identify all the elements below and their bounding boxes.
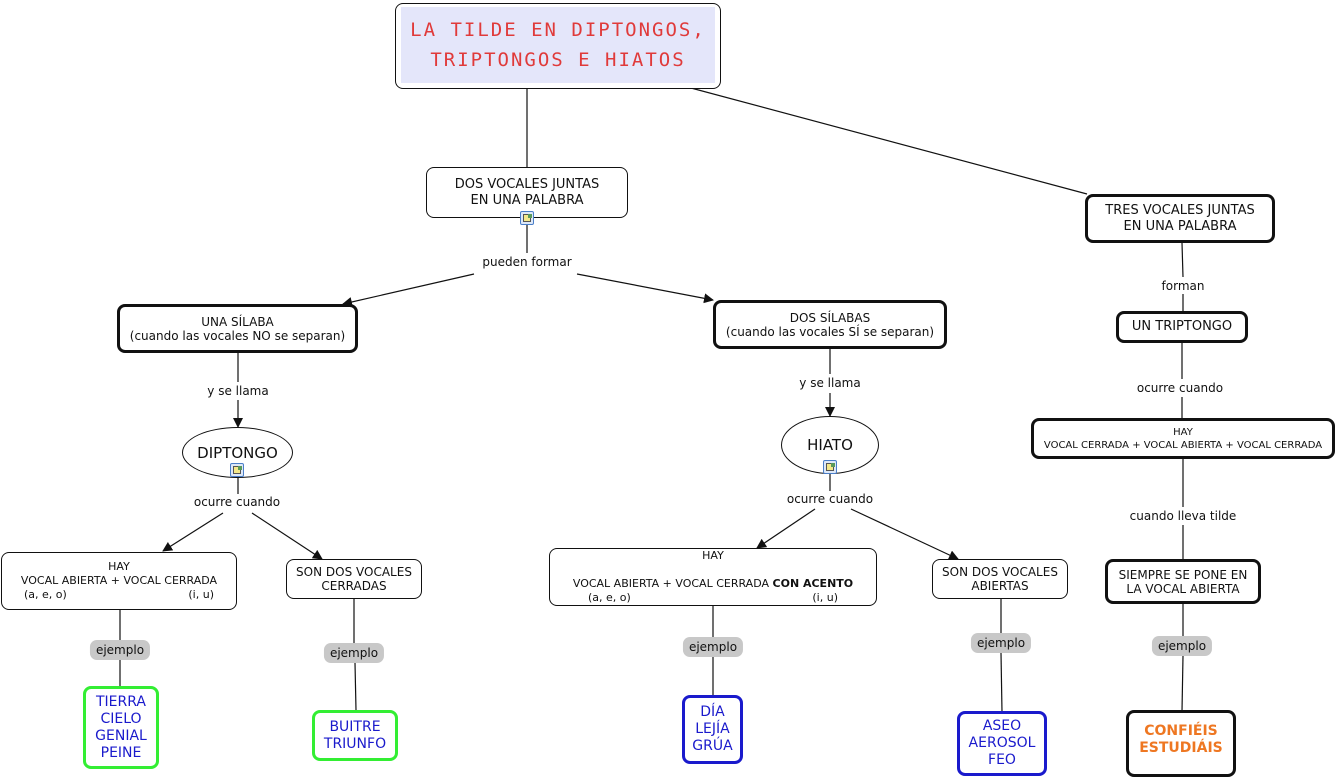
link-ejemplo-buitre: [354, 662, 357, 711]
note-icon[interactable]: [230, 463, 244, 477]
vowel-examples: (a, e, o) (i, u): [588, 591, 838, 605]
concept-diptongo[interactable]: DIPTONGO: [182, 427, 293, 478]
link-label-y-se-llama: y se llama: [204, 383, 272, 399]
example-diptongo-abierta-cerrada[interactable]: TIERRA CIELO GENIAL PEINE: [83, 686, 159, 769]
link-label-ejemplo: ejemplo: [89, 640, 151, 660]
example-diptongo-cerradas[interactable]: BUITRE TRIUNFO: [312, 710, 398, 761]
open-vowels: (a, e, o): [588, 591, 631, 604]
concept-hiato-hay[interactable]: HAY VOCAL ABIERTA + VOCAL CERRADA CON AC…: [549, 548, 877, 606]
open-vowels: (a, e, o): [24, 588, 67, 601]
concept-dos-cerradas[interactable]: SON DOS VOCALES CERRADAS: [286, 559, 422, 599]
concept-dos-abiertas[interactable]: SON DOS VOCALES ABIERTAS: [932, 559, 1068, 599]
hay-label: HAY: [702, 549, 724, 562]
link-ocurre-dos-abiertas: [850, 508, 959, 560]
concept-triptongo-hay[interactable]: HAY VOCAL CERRADA + VOCAL ABIERTA + VOCA…: [1031, 418, 1335, 459]
concept-una-silaba[interactable]: UNA SÍLABA (cuando las vocales NO se sep…: [117, 304, 358, 353]
link-label-y-se-llama: y se llama: [796, 375, 864, 391]
link-label-ocurre-cuando: ocurre cuando: [190, 494, 284, 510]
link-ejemplo-confieis: [1181, 655, 1184, 712]
concept-tres-vocales[interactable]: TRES VOCALES JUNTAS EN UNA PALABRA: [1085, 194, 1275, 243]
example-hiato-abiertas[interactable]: ASEO AEROSOL FEO: [957, 711, 1047, 776]
closed-vowels: (i, u): [188, 588, 214, 601]
link-title-tres-vocales: [675, 83, 1088, 195]
closed-vowels: (i, u): [812, 591, 838, 604]
link-label-ejemplo: ejemplo: [970, 633, 1032, 653]
concept-siempre[interactable]: SIEMPRE SE PONE EN LA VOCAL ABIERTA: [1105, 559, 1261, 604]
link-label-forman: forman: [1158, 278, 1208, 294]
link-label-cuando-lleva-tilde: cuando lleva tilde: [1126, 508, 1240, 524]
link-ocurre-hiato-hay: [756, 508, 816, 549]
hay-label: HAY: [108, 560, 130, 573]
link-pueden-una-silaba: [342, 273, 475, 307]
map-title-node[interactable]: LA TILDE EN DIPTONGOS, TRIPTONGOS E HIAT…: [395, 3, 721, 89]
link-label-ejemplo: ejemplo: [323, 643, 385, 663]
link-ocurre-dos-cerradas: [251, 512, 323, 560]
link-label-pueden-formar: pueden formar: [479, 254, 575, 270]
link-pueden-dos-silabas: [576, 273, 714, 304]
note-icon[interactable]: [520, 211, 534, 225]
concept-dos-silabas[interactable]: DOS SÍLABAS (cuando las vocales SÍ se se…: [713, 300, 947, 349]
concept-un-triptongo[interactable]: UN TRIPTONGO: [1116, 311, 1248, 343]
link-ejemplo-aseo: [1000, 652, 1003, 713]
vowel-examples: (a, e, o) (i, u): [24, 588, 214, 602]
accent-emphasis: CON ACENTO: [772, 577, 854, 590]
example-triptongo[interactable]: CONFIÉIS ESTUDIÁIS: [1126, 710, 1236, 777]
concept-hiato[interactable]: HIATO: [781, 416, 879, 474]
link-label-ocurre-cuando: ocurre cuando: [783, 491, 877, 507]
example-hiato-acento[interactable]: DÍA LEJÍA GRÚA: [682, 695, 743, 764]
link-label-ejemplo: ejemplo: [1151, 636, 1213, 656]
link-label-ocurre-cuando: ocurre cuando: [1133, 380, 1227, 396]
concept-dos-vocales[interactable]: DOS VOCALES JUNTAS EN UNA PALABRA: [426, 167, 628, 218]
link-tres-forman: [1181, 242, 1184, 278]
link-ocurre-diptongo-hay: [162, 512, 224, 552]
formula-text: VOCAL ABIERTA + VOCAL CERRADA: [572, 577, 773, 590]
concept-diptongo-hay[interactable]: HAY VOCAL ABIERTA + VOCAL CERRADA (a, e,…: [1, 552, 237, 610]
note-icon[interactable]: [823, 460, 837, 474]
formula-label: VOCAL ABIERTA + VOCAL CERRADA CON ACENTO: [573, 563, 853, 591]
link-label-ejemplo: ejemplo: [682, 637, 744, 657]
formula-label: VOCAL ABIERTA + VOCAL CERRADA: [20, 574, 218, 587]
map-title-text: LA TILDE EN DIPTONGOS, TRIPTONGOS E HIAT…: [401, 7, 715, 83]
